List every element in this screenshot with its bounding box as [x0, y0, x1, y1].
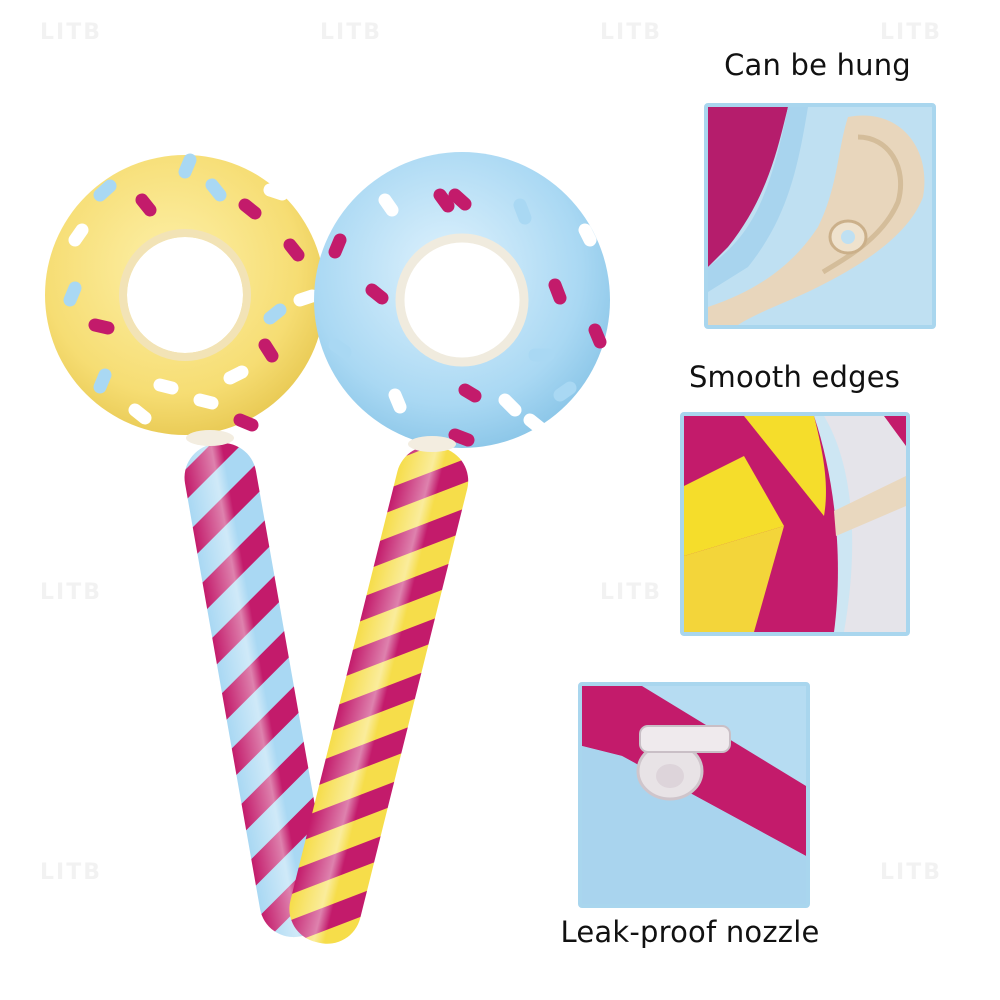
watermark: LITB [40, 860, 102, 885]
yellow-striped-stick [289, 445, 469, 944]
watermark: LITB [880, 860, 942, 885]
feature-panel-hanging-loop [704, 103, 936, 329]
nozzle-closeup-image [582, 686, 806, 904]
watermark: LITB [40, 20, 102, 45]
watermark: LITB [600, 580, 662, 605]
yellow-donut-ring [45, 153, 325, 446]
smooth-edges-closeup-image [684, 416, 906, 632]
watermark: LITB [880, 20, 942, 45]
watermark: LITB [320, 20, 382, 45]
watermark: LITB [600, 20, 662, 45]
inflatable-lollipop-pair-image [45, 152, 610, 944]
feature-caption-nozzle: Leak-proof nozzle [560, 915, 820, 949]
hanging-loop-closeup-image [708, 107, 932, 325]
feature-panel-smooth-edges [680, 412, 910, 636]
watermark: LITB [40, 580, 102, 605]
blue-striped-stick [184, 442, 332, 938]
feature-caption-edges: Smooth edges [688, 360, 901, 394]
feature-caption-hung: Can be hung [724, 48, 911, 82]
feature-panel-nozzle [578, 682, 810, 908]
blue-donut-ring [314, 152, 610, 452]
